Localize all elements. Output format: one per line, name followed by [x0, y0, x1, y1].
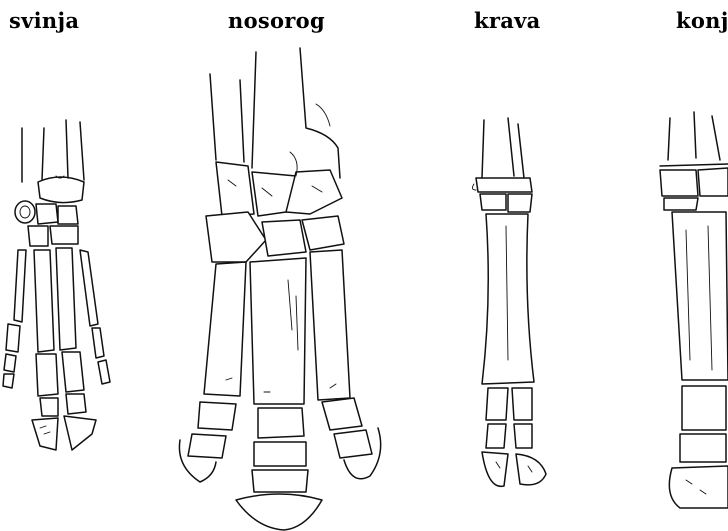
rhinoceros-foot-skeleton: [179, 48, 380, 530]
cow-foot-skeleton: [472, 118, 546, 486]
pig-foot-skeleton: [3, 120, 110, 450]
horse-foot-skeleton: [660, 112, 728, 508]
